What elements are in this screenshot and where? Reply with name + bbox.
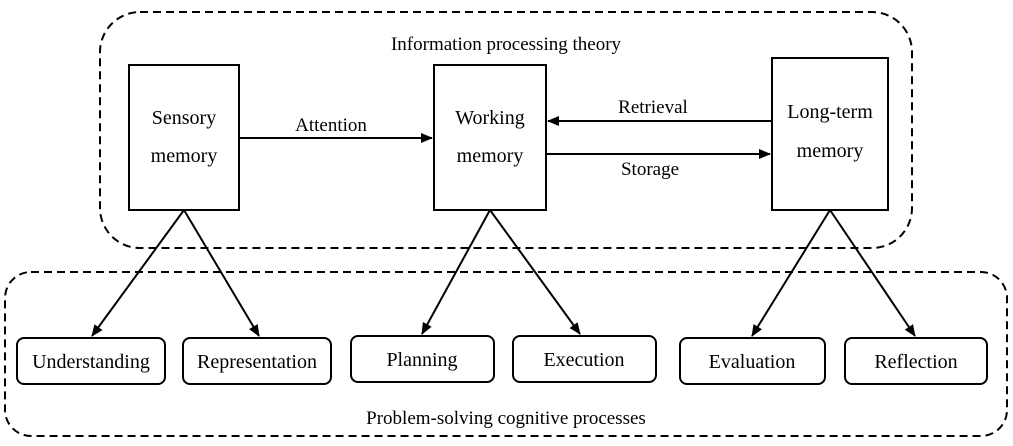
- representation-label: Representation: [197, 351, 317, 373]
- representation-box: [182, 337, 332, 385]
- problem-solving-group: [4, 271, 1008, 437]
- sensory-to-understanding-arrow: [91, 209, 185, 337]
- sensory-to-representation-arrow: [183, 209, 260, 337]
- working-memory-label-line2: memory: [457, 145, 524, 167]
- planning-node: Planning: [350, 335, 495, 383]
- longterm-memory-box: [771, 57, 889, 211]
- problem-solving-title: Problem-solving cognitive processes: [366, 408, 646, 429]
- working-memory-node: Working memory: [433, 64, 547, 211]
- planning-box: [350, 335, 495, 383]
- representation-node: Representation: [182, 337, 332, 385]
- understanding-node: Understanding: [16, 337, 166, 385]
- longterm-memory-node: Long-term memory: [771, 57, 889, 211]
- longterm-to-reflection-arrow: [829, 209, 916, 337]
- planning-label: Planning: [386, 349, 457, 371]
- evaluation-box: [679, 337, 826, 385]
- sensory-memory-box: [128, 64, 240, 211]
- execution-node: Execution: [512, 335, 657, 383]
- information-processing-title: Information processing theory: [391, 34, 622, 55]
- sensory-memory-label-line2: memory: [151, 145, 218, 167]
- understanding-label: Understanding: [32, 351, 150, 373]
- attention-label: Attention: [295, 115, 367, 136]
- reflection-node: Reflection: [844, 337, 988, 385]
- working-to-planning-arrow: [421, 209, 491, 335]
- working-memory-box: [433, 64, 547, 211]
- information-processing-group: [99, 11, 913, 249]
- execution-label: Execution: [543, 349, 624, 371]
- reflection-label: Reflection: [874, 351, 957, 373]
- longterm-memory-label-line1: Long-term: [787, 101, 873, 123]
- reflection-box: [844, 337, 988, 385]
- evaluation-node: Evaluation: [679, 337, 826, 385]
- working-memory-label-line1: Working: [455, 107, 525, 129]
- working-to-execution-arrow: [489, 209, 581, 335]
- longterm-to-evaluation-arrow: [751, 209, 831, 337]
- sensory-memory-label-line1: Sensory: [152, 107, 216, 129]
- storage-label: Storage: [621, 159, 679, 180]
- longterm-memory-label-line2: memory: [797, 140, 864, 162]
- evaluation-label: Evaluation: [709, 351, 796, 373]
- retrieval-label: Retrieval: [618, 97, 688, 118]
- understanding-box: [16, 337, 166, 385]
- sensory-memory-node: Sensory memory: [128, 64, 240, 211]
- execution-box: [512, 335, 657, 383]
